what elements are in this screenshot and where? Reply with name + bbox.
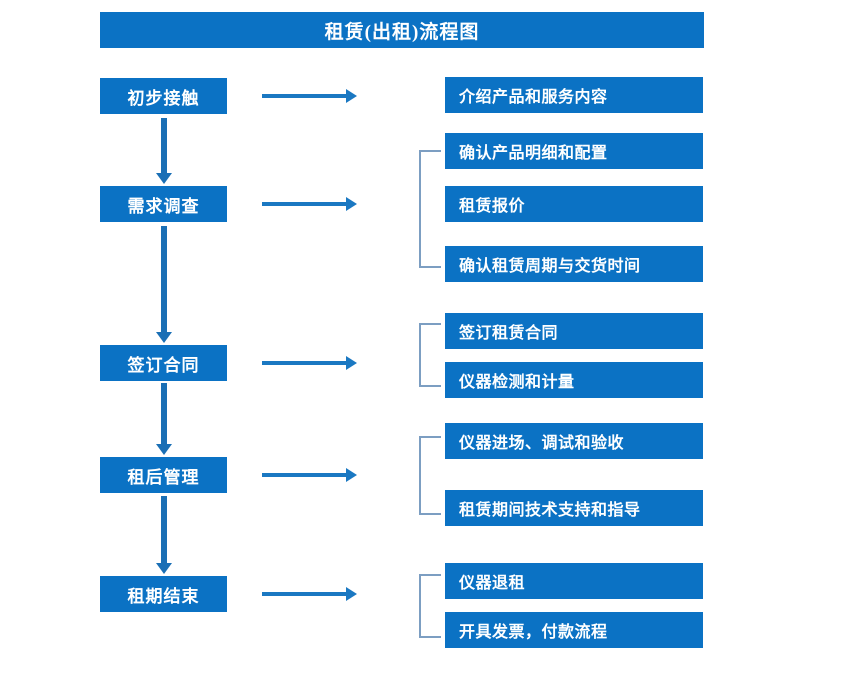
detail-box-confirm-rental-period-delivery[interactable]: 确认租赁周期与交货时间 xyxy=(445,246,703,282)
group-bracket-post-rental-management xyxy=(419,436,441,515)
detail-box-introduce-products-services[interactable]: 介绍产品和服务内容 xyxy=(445,77,703,113)
detail-box-rental-quotation[interactable]: 租赁报价 xyxy=(445,186,703,222)
stage-box-post-rental-management[interactable]: 租后管理 xyxy=(100,457,227,493)
right-arrow-stage-1 xyxy=(262,89,357,103)
detail-box-invoice-payment-process[interactable]: 开具发票，付款流程 xyxy=(445,612,703,648)
right-arrow-stage-2 xyxy=(262,197,357,211)
group-bracket-rental-end xyxy=(419,574,441,638)
down-arrow-2 xyxy=(156,226,172,343)
stage-box-initial-contact[interactable]: 初步接触 xyxy=(100,78,227,114)
stage-box-rental-end[interactable]: 租期结束 xyxy=(100,576,227,612)
down-arrow-3 xyxy=(156,383,172,455)
page-title: 租赁(出租)流程图 xyxy=(100,12,704,48)
detail-box-confirm-product-details-config[interactable]: 确认产品明细和配置 xyxy=(445,133,703,169)
down-arrow-4 xyxy=(156,496,172,574)
group-bracket-requirement-survey xyxy=(419,150,441,268)
detail-box-instrument-inspection-metering[interactable]: 仪器检测和计量 xyxy=(445,362,703,398)
detail-box-sign-rental-contract[interactable]: 签订租赁合同 xyxy=(445,313,703,349)
detail-box-instrument-return[interactable]: 仪器退租 xyxy=(445,563,703,599)
detail-box-rental-period-tech-support[interactable]: 租赁期间技术支持和指导 xyxy=(445,490,703,526)
right-arrow-stage-3 xyxy=(262,356,357,370)
stage-box-sign-contract[interactable]: 签订合同 xyxy=(100,345,227,381)
down-arrow-1 xyxy=(156,118,172,184)
group-bracket-sign-contract xyxy=(419,323,441,387)
stage-box-requirement-survey[interactable]: 需求调查 xyxy=(100,186,227,222)
right-arrow-stage-4 xyxy=(262,468,357,482)
detail-box-instrument-entry-debug-acceptance[interactable]: 仪器进场、调试和验收 xyxy=(445,423,703,459)
right-arrow-stage-5 xyxy=(262,587,357,601)
